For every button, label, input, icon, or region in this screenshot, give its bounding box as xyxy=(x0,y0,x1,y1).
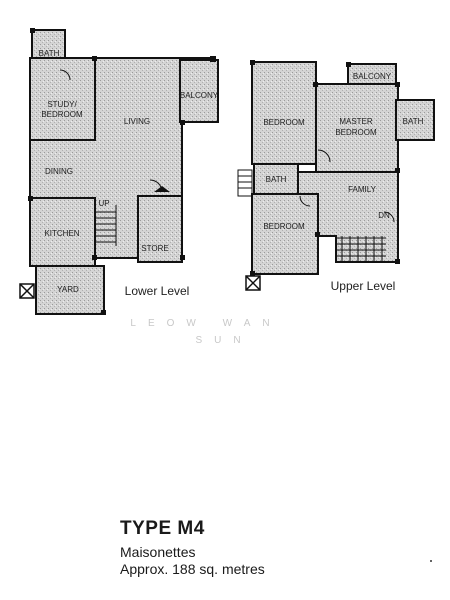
yard-area xyxy=(35,265,105,315)
lower-level-details xyxy=(59,69,183,246)
label-yard: YARD xyxy=(57,285,79,294)
label-up: UP xyxy=(98,199,109,208)
lower-level-plan xyxy=(29,29,219,315)
upper-bedroom-1 xyxy=(251,61,317,165)
watermark-line2: SUN xyxy=(195,335,252,346)
label-study-line1: STUDY/ xyxy=(47,100,77,109)
label-upper-bedroom-1: BEDROOM xyxy=(263,118,305,127)
upper-level-plan xyxy=(251,61,435,275)
label-living: LIVING xyxy=(124,117,150,126)
label-dining: DINING xyxy=(45,167,73,176)
kitchen-room xyxy=(29,197,96,267)
unit-type-caption: TYPE M4 Maisonettes Approx. 188 sq. metr… xyxy=(120,518,265,578)
label-master-line1: MASTER xyxy=(339,117,373,126)
label-upper-balcony: BALCONY xyxy=(353,72,392,81)
label-upper-bath: BATH xyxy=(266,175,287,184)
upper-vent-box xyxy=(245,275,261,291)
label-family: FAMILY xyxy=(348,185,377,194)
label-lower-balcony: BALCONY xyxy=(180,91,219,100)
upper-columns xyxy=(250,60,400,276)
upper-bedroom-2 xyxy=(251,193,319,275)
label-upper-bedroom-2: BEDROOM xyxy=(263,222,305,231)
unit-area: Approx. 188 sq. metres xyxy=(120,561,265,577)
upper-master-bath xyxy=(395,99,435,141)
upper-level-label: Upper Level xyxy=(331,279,396,293)
store-room xyxy=(137,195,183,263)
label-master-line2: BEDROOM xyxy=(335,128,377,137)
watermark-line1: LEOW WAN xyxy=(130,318,281,329)
label-study-line2: BEDROOM xyxy=(41,110,83,119)
lower-staircase xyxy=(96,205,117,246)
stray-dot xyxy=(430,560,432,562)
unit-type-title: TYPE M4 xyxy=(120,518,205,539)
upper-side-steps xyxy=(237,169,253,197)
master-bedroom xyxy=(315,83,399,173)
lower-columns xyxy=(28,28,216,315)
lower-balcony xyxy=(179,59,219,123)
lower-level-label: Lower Level xyxy=(125,284,190,298)
upper-level-details xyxy=(237,149,395,262)
upper-staircase xyxy=(336,236,386,262)
unit-type-subtitle: Maisonettes xyxy=(120,544,196,560)
label-kitchen: KITCHEN xyxy=(44,229,79,238)
label-dn: DN xyxy=(378,211,390,220)
label-store: STORE xyxy=(141,244,168,253)
label-lower-bath: BATH xyxy=(39,49,60,58)
study-bedroom-room xyxy=(29,57,96,141)
lower-vent-box xyxy=(19,283,35,299)
label-master-bath: BATH xyxy=(403,117,424,126)
